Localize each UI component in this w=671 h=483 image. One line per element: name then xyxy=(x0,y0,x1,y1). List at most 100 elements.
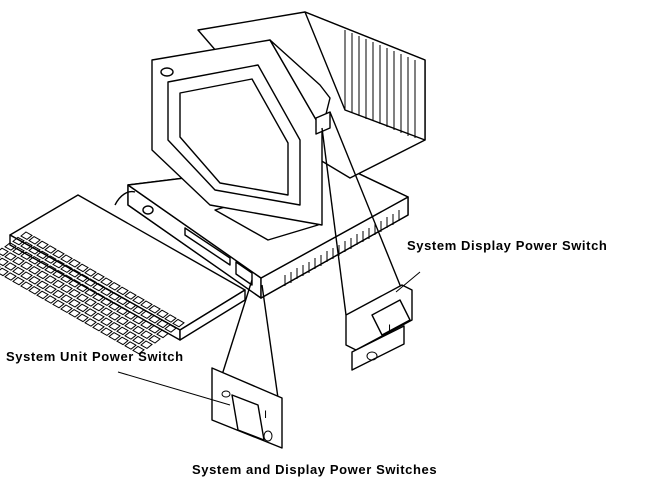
key xyxy=(52,289,65,299)
key xyxy=(76,313,89,323)
key xyxy=(68,298,81,308)
key xyxy=(52,279,65,289)
key xyxy=(76,293,89,303)
key xyxy=(124,291,137,300)
key xyxy=(148,334,161,344)
key xyxy=(100,277,113,287)
display-switch-label: System Display Power Switch xyxy=(407,238,608,253)
key xyxy=(100,287,113,297)
key xyxy=(28,245,41,255)
key xyxy=(124,321,137,330)
key xyxy=(116,286,129,296)
key xyxy=(52,299,65,309)
key xyxy=(156,319,169,329)
key xyxy=(132,335,145,345)
key xyxy=(156,329,169,339)
key xyxy=(124,311,137,320)
key xyxy=(140,330,153,340)
key xyxy=(12,276,25,286)
key xyxy=(124,301,137,310)
key xyxy=(52,249,65,259)
key xyxy=(0,257,9,267)
key xyxy=(36,260,49,270)
key xyxy=(148,324,161,334)
key xyxy=(36,250,49,260)
key xyxy=(28,275,41,285)
key xyxy=(52,269,65,279)
key xyxy=(28,265,41,275)
key xyxy=(68,268,81,278)
figure-caption: System and Display Power Switches xyxy=(192,462,438,477)
key xyxy=(100,327,113,337)
key xyxy=(164,314,177,323)
key xyxy=(0,267,9,277)
key xyxy=(44,265,57,274)
key xyxy=(52,259,65,269)
key xyxy=(60,294,73,304)
key xyxy=(116,336,129,346)
key xyxy=(76,273,89,283)
key xyxy=(60,264,73,274)
key xyxy=(84,298,97,307)
key xyxy=(36,270,49,280)
key xyxy=(20,231,33,241)
display-off-mark xyxy=(366,351,378,361)
key xyxy=(36,280,49,290)
key xyxy=(28,285,41,295)
key xyxy=(36,290,49,300)
key xyxy=(92,322,105,332)
key xyxy=(12,256,25,266)
display-rocker[interactable] xyxy=(371,299,411,336)
key xyxy=(28,255,41,265)
unit-led-icon xyxy=(142,205,154,215)
unit-rocker[interactable] xyxy=(231,394,265,441)
key xyxy=(12,246,25,256)
keyboard xyxy=(0,190,246,355)
key xyxy=(116,296,129,306)
key xyxy=(172,318,185,328)
key xyxy=(92,312,105,322)
key xyxy=(36,240,49,250)
key xyxy=(108,311,121,321)
key xyxy=(20,251,33,261)
key xyxy=(108,321,121,331)
key xyxy=(108,331,121,341)
key xyxy=(124,341,137,350)
key xyxy=(76,263,89,273)
key xyxy=(12,236,25,246)
key xyxy=(44,285,57,294)
key xyxy=(132,325,145,335)
key xyxy=(84,278,97,287)
key xyxy=(76,303,89,313)
key xyxy=(108,301,121,311)
key xyxy=(164,324,177,333)
key xyxy=(44,275,57,284)
key xyxy=(0,247,9,257)
display-switch-plate xyxy=(351,325,405,371)
key xyxy=(84,308,97,317)
key xyxy=(124,331,137,340)
display-power-switch-small[interactable] xyxy=(315,111,331,135)
key xyxy=(92,272,105,282)
key xyxy=(132,345,145,355)
key xyxy=(20,261,33,271)
key xyxy=(140,300,153,310)
key xyxy=(100,307,113,317)
unit-switch-label: System Unit Power Switch xyxy=(6,349,184,364)
key xyxy=(92,302,105,312)
key xyxy=(44,245,57,254)
unit-off-mark xyxy=(263,430,273,442)
key xyxy=(60,284,73,294)
key xyxy=(60,304,73,314)
key xyxy=(76,283,89,293)
key xyxy=(4,262,17,271)
key xyxy=(108,291,121,301)
unit-power-switch-small[interactable] xyxy=(235,261,253,286)
key xyxy=(20,281,33,291)
key xyxy=(156,309,169,319)
key xyxy=(84,318,97,327)
key xyxy=(140,340,153,350)
monitor xyxy=(151,11,426,241)
key xyxy=(84,268,97,277)
unit-on-mark: I xyxy=(264,409,267,421)
